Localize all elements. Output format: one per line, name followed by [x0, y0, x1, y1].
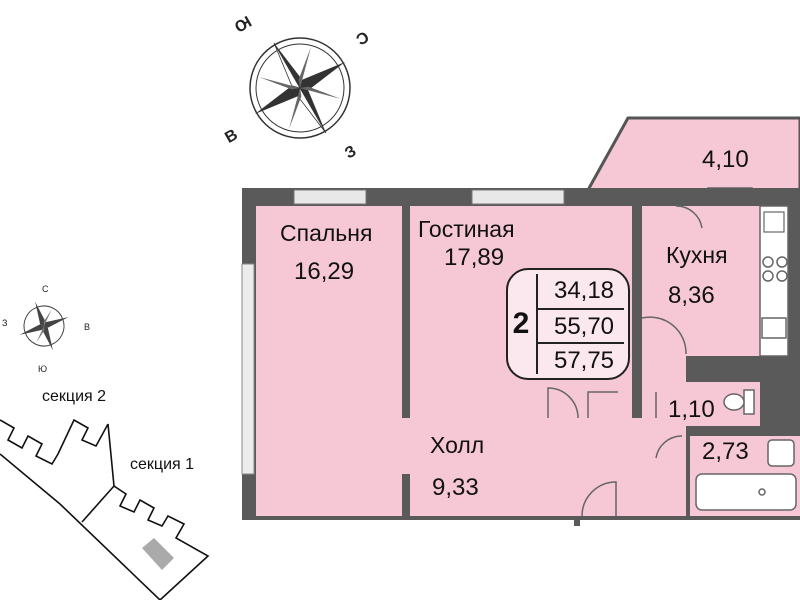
fridge-icon: [763, 211, 785, 233]
apartment-total-area: 55,70: [553, 313, 615, 340]
bedroom-window: [293, 189, 367, 205]
kitchen: [642, 206, 760, 356]
bedroom-area: 16,29: [294, 258, 355, 285]
bedroom: [256, 206, 402, 516]
balcony: [585, 116, 800, 194]
living-window: [471, 189, 565, 205]
bathtub-icon: [695, 473, 797, 511]
living-room-label: Гостиная: [418, 216, 515, 242]
hall-bedroom-opening: [402, 418, 412, 474]
compass-small-east: В: [84, 322, 91, 332]
apartment-location-marker: [142, 538, 174, 570]
kitchen-label: Кухня: [666, 242, 728, 268]
kitchen-area: 8,36: [668, 282, 715, 309]
compass-small-north: С: [42, 284, 49, 294]
apartment-badge-divider: [536, 274, 538, 374]
bathroom-area: 2,73: [702, 438, 749, 465]
balcony-area: 4,10: [702, 146, 749, 173]
apartment-badge-row-divider: [536, 308, 624, 310]
living-room-area: 17,89: [444, 244, 505, 271]
hall-label: Холл: [430, 432, 485, 458]
bedroom-label: Спальня: [280, 220, 373, 246]
hall-area: 9,33: [432, 474, 479, 501]
apartment-living-area: 34,18: [553, 277, 615, 304]
door-swings: [547, 205, 703, 517]
hall: [410, 418, 686, 516]
compass-large: [249, 37, 351, 139]
toilet-icon: [723, 389, 755, 415]
toilet-area: 1,10: [668, 396, 715, 423]
apartment-summary-badge: [506, 268, 630, 380]
compass-small-south: Ю: [38, 364, 48, 374]
stove-icon: [762, 256, 788, 282]
left-window: [241, 263, 255, 475]
apartment-rooms-count: 2: [512, 307, 530, 340]
sink-icon: [761, 317, 787, 339]
building-sections: [0, 418, 210, 600]
section-2-label: секция 2: [42, 388, 107, 405]
apartment-badge-row-divider: [536, 342, 624, 344]
washbasin-icon: [767, 439, 795, 467]
entrance-gap: [574, 516, 580, 526]
apartment-total-area-with-balcony: 57,75: [553, 347, 615, 374]
section-1-label: секция 1: [130, 456, 195, 473]
compass-small: [19, 301, 69, 351]
compass-small-west: З: [2, 318, 8, 328]
